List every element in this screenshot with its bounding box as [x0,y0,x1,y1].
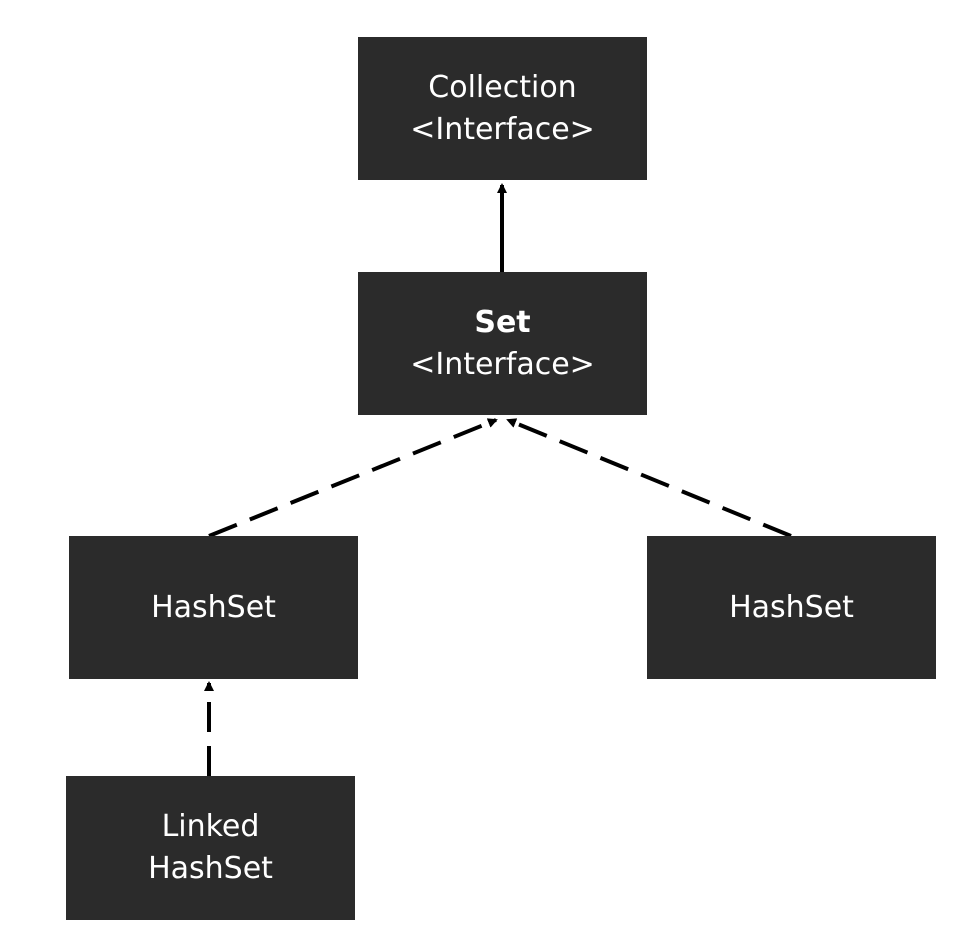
hashset-right-node: HashSet [647,536,936,679]
collection-stereotype: <Interface> [410,111,595,147]
hashset-left-name: HashSet [151,589,276,625]
edge-hashset-left-to-set [208,418,498,538]
collection-name: Collection [428,69,577,105]
set-stereotype: <Interface> [410,346,595,382]
linked-hashset-node: Linked HashSet [66,776,355,920]
edge-hashset-right-to-set [506,418,792,538]
collection-interface-node: Collection <Interface> [358,37,647,180]
hashset-left-node: HashSet [69,536,358,679]
linked-hashset-line2: HashSet [148,851,273,886]
set-interface-node: Set <Interface> [358,272,647,415]
hashset-right-name: HashSet [729,589,854,625]
linked-hashset-line1: Linked [161,809,260,844]
set-name: Set [474,304,531,340]
